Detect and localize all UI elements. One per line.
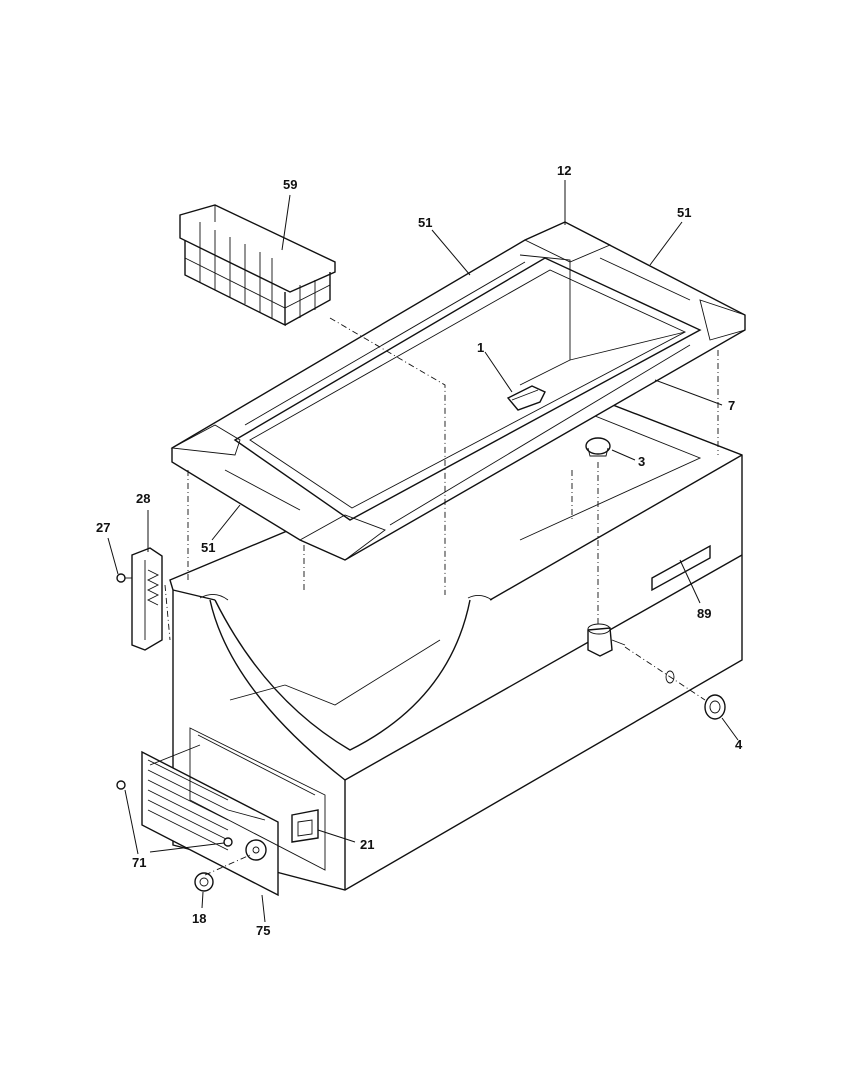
label-89: 89 bbox=[697, 606, 711, 621]
label-21: 21 bbox=[360, 837, 374, 852]
screw-27 bbox=[116, 573, 132, 583]
hinge bbox=[131, 547, 163, 651]
leader-lines bbox=[107, 180, 739, 923]
gasket-frame bbox=[170, 221, 746, 561]
label-59: 59 bbox=[283, 177, 297, 192]
label-51-top-right: 51 bbox=[677, 205, 691, 220]
alignment-lines bbox=[164, 317, 719, 876]
grommet bbox=[194, 872, 214, 892]
drain-cap bbox=[665, 670, 726, 720]
label-51-bottom: 51 bbox=[201, 540, 215, 555]
drain-tube bbox=[587, 623, 626, 657]
label-1: 1 bbox=[477, 340, 484, 355]
label-18: 18 bbox=[192, 911, 206, 926]
label-4: 4 bbox=[735, 737, 743, 752]
label-3: 3 bbox=[638, 454, 645, 469]
lid-latch-part bbox=[506, 385, 546, 411]
label-27: 27 bbox=[96, 520, 110, 535]
label-7: 7 bbox=[728, 398, 735, 413]
drain-plug bbox=[585, 437, 611, 457]
grille-screws bbox=[116, 780, 233, 847]
label-28: 28 bbox=[136, 491, 150, 506]
label-51-top-left: 51 bbox=[418, 215, 432, 230]
serial-plate bbox=[651, 544, 711, 592]
machine-compartment bbox=[189, 727, 326, 871]
front-grille bbox=[141, 744, 279, 897]
relay bbox=[291, 809, 319, 843]
label-12: 12 bbox=[557, 163, 571, 178]
wire-basket bbox=[179, 204, 336, 327]
label-71: 71 bbox=[132, 855, 146, 870]
label-75: 75 bbox=[256, 923, 270, 938]
